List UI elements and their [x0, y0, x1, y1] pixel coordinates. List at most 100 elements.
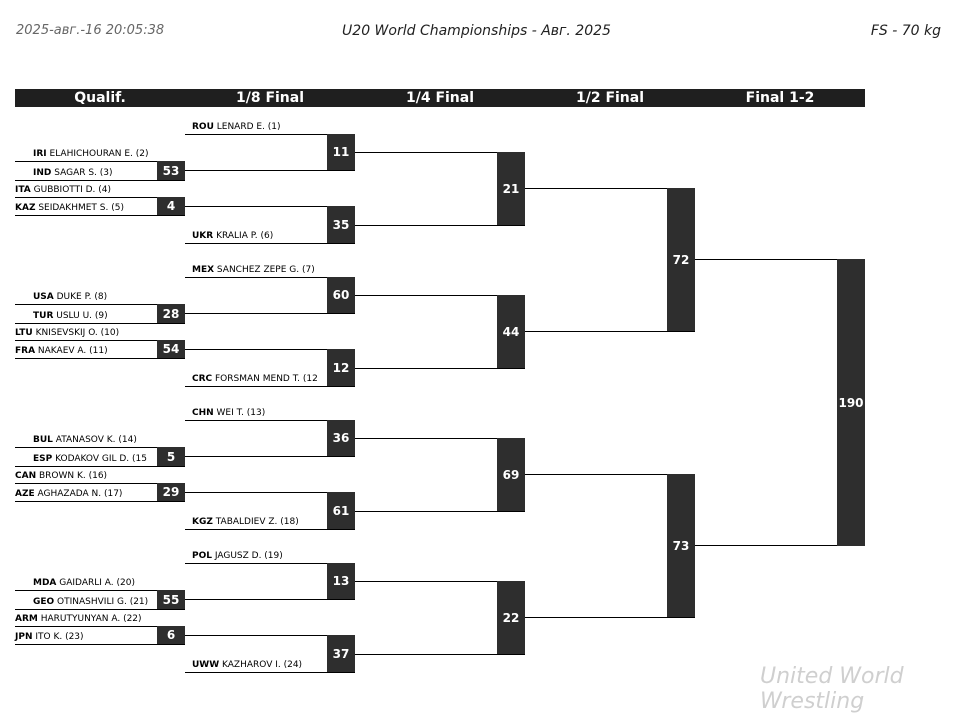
- bout-box-semi[interactable]: 73: [667, 474, 695, 617]
- athlete-country: KGZ: [192, 517, 213, 527]
- bout-box-qualif[interactable]: 28: [157, 304, 185, 323]
- watermark: United World Wrestling: [760, 664, 904, 714]
- bout-number: 12: [332, 360, 350, 375]
- athlete-entry: IRI ELAHICHOURAN E. (2): [33, 149, 149, 160]
- athlete-name: SEIDAKHMET S. (5): [35, 203, 124, 213]
- athlete-country: POL: [192, 551, 212, 561]
- bout-box-quarter[interactable]: 44: [497, 295, 525, 368]
- bout-number: 61: [332, 503, 350, 518]
- bracket-line: [185, 492, 355, 493]
- bracket-line: [355, 152, 525, 153]
- bout-box-final[interactable]: 190: [837, 259, 865, 546]
- bout-box-qualif[interactable]: 5: [157, 447, 185, 466]
- bout-box-eighth[interactable]: 11: [327, 134, 355, 170]
- athlete-country: GEO: [33, 597, 55, 607]
- round-label-eighth: 1/8 Final: [235, 90, 305, 106]
- bout-box-eighth[interactable]: 36: [327, 420, 355, 456]
- bracket-line: [15, 304, 185, 305]
- athlete-name: GUBBIOTTI D. (4): [30, 185, 112, 195]
- bracket-line: [185, 635, 355, 636]
- athlete-name: ATANASOV K. (14): [52, 435, 137, 445]
- athlete-entry: POL JAGUSZ D. (19): [192, 551, 283, 562]
- athlete-name: ITO K. (23): [32, 632, 84, 642]
- bout-number: 29: [162, 485, 180, 499]
- round-label-semi: 1/2 Final: [575, 90, 645, 106]
- bout-box-quarter[interactable]: 22: [497, 581, 525, 654]
- bout-box-qualif[interactable]: 55: [157, 590, 185, 609]
- timestamp: 2025-авг.-16 20:05:38: [16, 23, 165, 38]
- athlete-name: KNISEVSKIJ O. (10): [32, 328, 120, 338]
- bracket-line: [185, 170, 355, 171]
- athlete-country: AZE: [15, 489, 35, 499]
- bout-box-eighth[interactable]: 12: [327, 349, 355, 386]
- athlete-entry: ARM HARUTYUNYAN A. (22): [15, 614, 142, 625]
- athlete-name: AGHAZADA N. (17): [34, 489, 123, 499]
- bout-number: 4: [166, 199, 176, 213]
- bracket-line: [15, 358, 185, 359]
- bout-number: 73: [672, 538, 690, 553]
- athlete-country: ESP: [33, 454, 53, 464]
- round-label-final: Final 1-2: [745, 90, 815, 106]
- bout-box-quarter[interactable]: 21: [497, 152, 525, 225]
- bracket-line: [695, 259, 865, 260]
- bracket-line: [15, 466, 185, 467]
- bracket-line: [185, 672, 355, 673]
- athlete-country: CHN: [192, 408, 214, 418]
- athlete-name: NAKAEV A. (11): [35, 346, 108, 356]
- bout-number: 35: [332, 217, 350, 232]
- athlete-entry: CAN BROWN K. (16): [15, 471, 107, 482]
- bracket-line: [185, 349, 355, 350]
- bracket-line: [15, 644, 185, 645]
- bracket-line: [525, 331, 695, 332]
- athlete-name: GAIDARLI A. (20): [56, 578, 135, 588]
- bracket-line: [185, 277, 355, 278]
- bout-box-eighth[interactable]: 37: [327, 635, 355, 672]
- athlete-entry: KGZ TABALDIEV Z. (18): [192, 517, 299, 528]
- athlete-country: MEX: [192, 265, 215, 275]
- bout-box-qualif[interactable]: 6: [157, 626, 185, 644]
- bout-box-qualif[interactable]: 53: [157, 161, 185, 180]
- bracket-line: [15, 447, 185, 448]
- bracket-line: [525, 617, 695, 618]
- athlete-name: JAGUSZ D. (19): [211, 551, 283, 561]
- athlete-name: SAGAR S. (3): [51, 168, 113, 178]
- athlete-entry: TUR USLU U. (9): [33, 311, 108, 322]
- bracket-line: [15, 626, 185, 627]
- bout-box-qualif[interactable]: 29: [157, 483, 185, 501]
- athlete-entry: LTU KNISEVSKIJ O. (10): [15, 328, 119, 339]
- athlete-entry: FRA NAKAEV A. (11): [15, 346, 108, 357]
- bout-box-eighth[interactable]: 61: [327, 492, 355, 529]
- bracket-line: [15, 609, 185, 610]
- athlete-country: FRA: [15, 346, 36, 356]
- bracket-line: [185, 386, 355, 387]
- round-label-qualif: Qualif.: [74, 90, 126, 106]
- athlete-name: OTINASHVILI G. (21): [54, 597, 149, 607]
- athlete-country: IRI: [33, 149, 47, 159]
- bout-number: 21: [502, 181, 520, 196]
- athlete-entry: CHN WEI T. (13): [192, 408, 265, 419]
- athlete-name: ELAHICHOURAN E. (2): [46, 149, 149, 159]
- bracket-line: [185, 563, 355, 564]
- athlete-country: CAN: [15, 471, 37, 481]
- round-header-bar: [15, 89, 865, 107]
- bout-box-qualif[interactable]: 54: [157, 340, 185, 358]
- athlete-country: UKR: [192, 231, 214, 241]
- bout-box-qualif[interactable]: 4: [157, 197, 185, 215]
- athlete-name: LENARD E. (1): [213, 122, 281, 132]
- bracket-line: [695, 545, 865, 546]
- bout-box-eighth[interactable]: 13: [327, 563, 355, 599]
- bracket-line: [185, 243, 355, 244]
- bout-number: 36: [332, 431, 350, 445]
- bout-number: 37: [332, 646, 350, 661]
- athlete-country: ITA: [15, 185, 31, 195]
- athlete-entry: GEO OTINASHVILI G. (21): [33, 597, 148, 608]
- bout-box-semi[interactable]: 72: [667, 188, 695, 331]
- bout-box-eighth[interactable]: 60: [327, 277, 355, 313]
- bout-box-quarter[interactable]: 69: [497, 438, 525, 511]
- bracket-line: [15, 590, 185, 591]
- athlete-entry: ESP KODAKOV GIL D. (15: [33, 454, 147, 465]
- athlete-name: SANCHEZ ZEPE G. (7): [214, 265, 315, 275]
- bracket-line: [355, 225, 525, 226]
- bout-box-eighth[interactable]: 35: [327, 206, 355, 243]
- bout-number: 53: [162, 163, 180, 178]
